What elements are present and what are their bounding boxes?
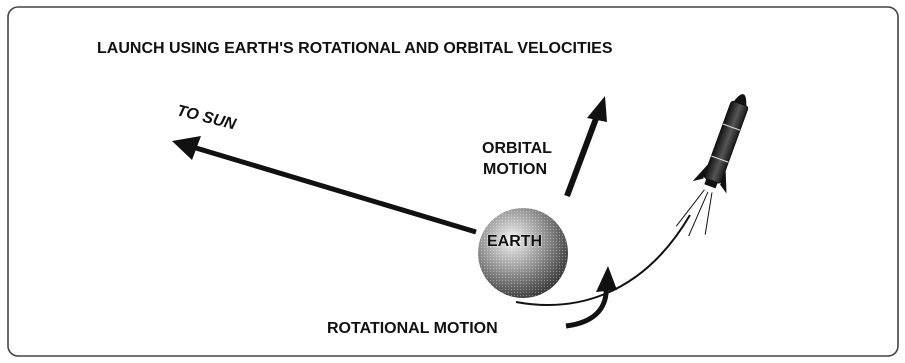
orbital-label-line2: MOTION xyxy=(483,161,547,178)
rocket-icon xyxy=(675,94,749,237)
orbital-motion-arrow xyxy=(564,96,607,198)
rotational-motion-arrow xyxy=(565,266,617,329)
rotational-motion-label: ROTATIONAL MOTION xyxy=(327,320,498,337)
sun-direction-arrow xyxy=(172,136,477,235)
diagram-frame xyxy=(7,6,899,357)
earth-globe xyxy=(478,208,568,298)
earth-label: EARTH xyxy=(487,233,542,250)
diagram-title: LAUNCH USING EARTH'S ROTATIONAL AND ORBI… xyxy=(97,40,613,57)
orbital-label-line1: ORBITAL xyxy=(482,140,552,157)
